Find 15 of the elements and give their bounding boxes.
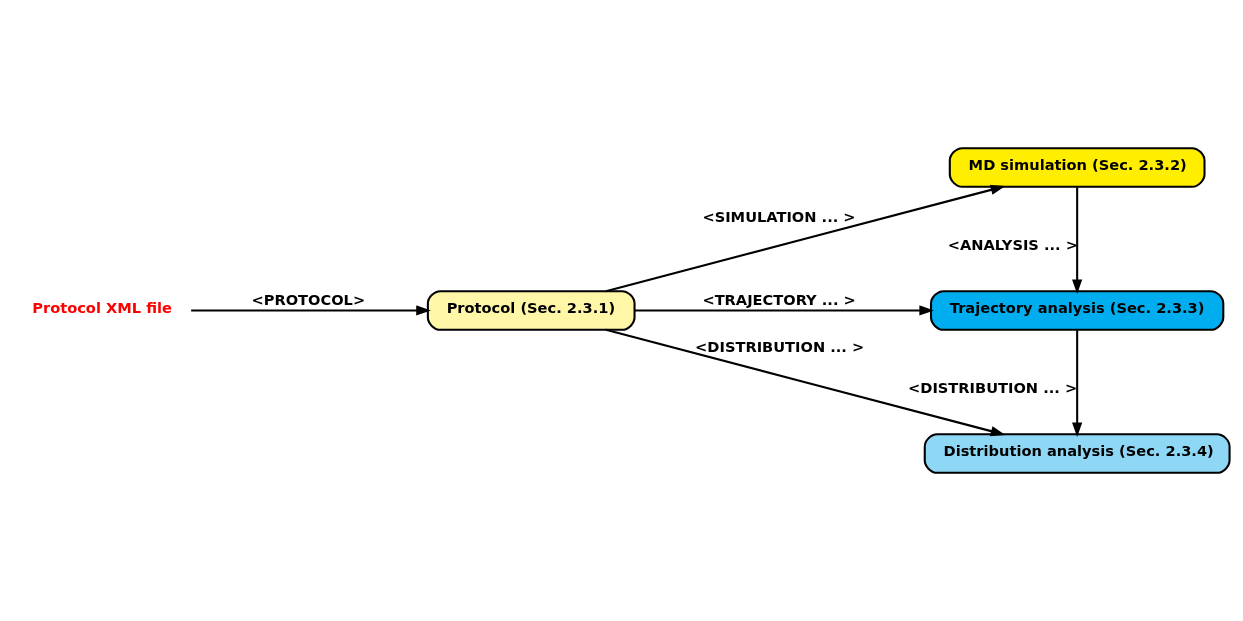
edge-label: <TRAJECTORY ... >: [702, 291, 856, 309]
node-box: Trajectory analysis (Sec. 2.3.3): [929, 290, 1225, 331]
node-box: Distribution analysis (Sec. 2.3.4): [923, 433, 1231, 474]
arrow: [605, 184, 1006, 293]
edge-label: <SIMULATION ... >: [702, 207, 856, 225]
node-text: Protocol XML file: [32, 299, 172, 317]
arrow: [605, 328, 1006, 437]
edge-label: <DISTRIBUTION ... >: [908, 378, 1078, 396]
arrow: [634, 305, 934, 316]
arrow: [191, 305, 431, 316]
edge-label: <DISTRIBUTION ... >: [695, 338, 865, 356]
node-box: Protocol (Sec. 2.3.1): [426, 290, 636, 331]
edge-label: <PROTOCOL>: [251, 291, 366, 309]
node-box: MD simulation (Sec. 2.3.2): [948, 147, 1206, 188]
arrow: [1072, 330, 1083, 438]
